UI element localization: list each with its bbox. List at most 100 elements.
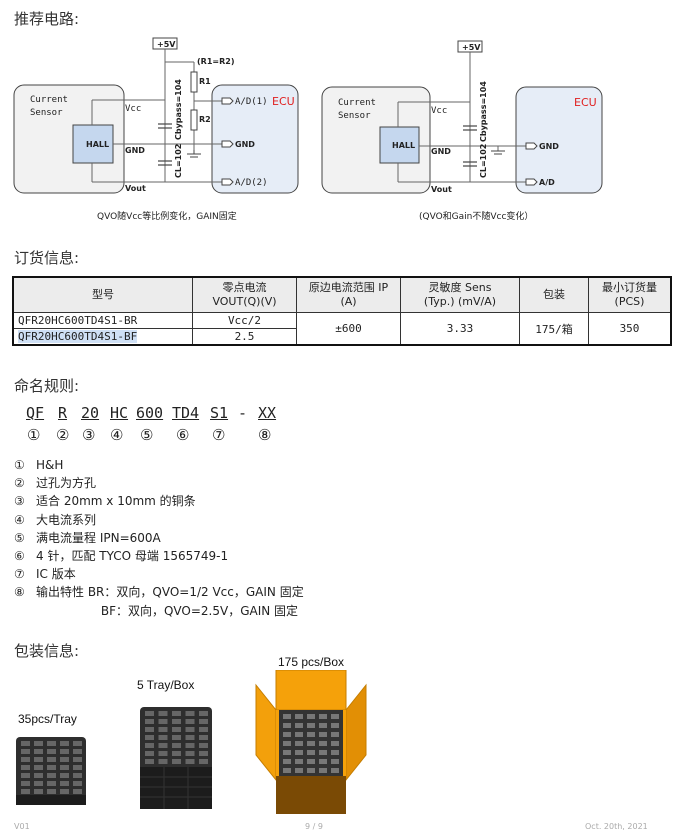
supply-label: +5V bbox=[157, 40, 176, 49]
tray-cell bbox=[199, 719, 208, 724]
tray-cell bbox=[21, 749, 30, 754]
naming-section-title: 命名规则: bbox=[14, 377, 80, 395]
pin-gnd-label: GND bbox=[539, 142, 559, 151]
order-section-title: 订货信息: bbox=[14, 249, 80, 267]
tray-cell bbox=[47, 789, 56, 794]
resistor-r1 bbox=[190, 71, 198, 93]
pin-ad-label: A/D bbox=[539, 178, 555, 187]
box-label: 5 Tray/Box bbox=[137, 678, 195, 692]
ecu-box bbox=[515, 86, 603, 194]
tray-cell bbox=[295, 768, 303, 773]
tray-cell bbox=[34, 741, 43, 746]
range-cell: ±600 bbox=[296, 312, 401, 346]
pin-ad-icon bbox=[525, 178, 538, 186]
tray-cell bbox=[34, 773, 43, 778]
resistor-note: (R1=R2) bbox=[197, 57, 234, 66]
tray-cell bbox=[199, 743, 208, 748]
tray-cell bbox=[172, 719, 181, 724]
tray-cell bbox=[21, 789, 30, 794]
col-header-model: 型号 bbox=[12, 276, 193, 313]
tray-cell bbox=[73, 773, 82, 778]
tray-cell bbox=[199, 751, 208, 756]
tray-cell bbox=[60, 741, 69, 746]
tray-cell bbox=[185, 759, 195, 764]
tray-cell bbox=[307, 732, 315, 737]
tray-cell bbox=[283, 768, 291, 773]
tray-cell bbox=[73, 789, 82, 794]
tray-cell bbox=[307, 741, 315, 746]
tray-cell bbox=[319, 741, 327, 746]
tray-cell bbox=[47, 741, 56, 746]
tray-image bbox=[16, 737, 86, 805]
code-part-7: S1 bbox=[210, 404, 229, 422]
circuit2-caption: (QVO和Gain不随Vcc变化） bbox=[419, 212, 534, 222]
pin-ad1-icon bbox=[221, 97, 234, 105]
tray-cell bbox=[73, 781, 82, 786]
vout-label: Vout bbox=[125, 184, 146, 193]
cap2-label: CL=102 bbox=[174, 144, 183, 178]
footer-page: 9 / 9 bbox=[305, 822, 323, 831]
index-2: ② bbox=[56, 426, 70, 444]
tray-cell bbox=[145, 751, 154, 756]
ecu-label: ECU bbox=[272, 95, 295, 108]
tray-cell bbox=[331, 714, 339, 719]
hall-chip bbox=[379, 126, 420, 164]
tray-cell bbox=[145, 743, 154, 748]
tray-cell bbox=[60, 789, 69, 794]
tray-cell bbox=[158, 727, 168, 732]
tray-cell bbox=[47, 773, 56, 778]
vout-label: Vout bbox=[431, 185, 452, 194]
tray-cell bbox=[331, 759, 339, 764]
code-part-3: 20 bbox=[81, 404, 100, 422]
tray-stack-image bbox=[140, 707, 212, 809]
cap2-label: CL=102 bbox=[479, 144, 488, 178]
tray-cell bbox=[145, 719, 154, 724]
tray-cell bbox=[319, 714, 327, 719]
tray-cell bbox=[34, 789, 43, 794]
tray-cell bbox=[283, 732, 291, 737]
circuit-diagram-ratiometric: Current Sensor HALL ECU +5V (R1=R2) R1 R… bbox=[13, 37, 299, 194]
tray-cell bbox=[199, 759, 208, 764]
tray-cell bbox=[172, 759, 181, 764]
col-header-range: 原边电流范围 IP(A) bbox=[296, 276, 401, 313]
sensor-label-1: Current bbox=[338, 98, 376, 108]
index-7: ⑦ bbox=[212, 426, 226, 444]
tray-cell bbox=[331, 750, 339, 755]
tray-cell bbox=[185, 711, 195, 716]
model-cell-selected[interactable]: QFR20HC600TD4S1-BF bbox=[12, 328, 193, 346]
tray-cell bbox=[185, 719, 195, 724]
pin-ad2-label: A/D(2) bbox=[235, 178, 268, 188]
tray-cell bbox=[185, 727, 195, 732]
pin-ad1-label: A/D(1) bbox=[235, 97, 268, 107]
tray-cell bbox=[295, 750, 303, 755]
tray-cell bbox=[331, 768, 339, 773]
tray-cell bbox=[295, 759, 303, 764]
tray-cell bbox=[158, 751, 168, 756]
tray-cell bbox=[60, 773, 69, 778]
tray-cell bbox=[307, 714, 315, 719]
code-part-1: QF bbox=[26, 404, 45, 422]
tray-cell bbox=[283, 714, 291, 719]
tray-cell bbox=[199, 711, 208, 716]
carton-label: 175 pcs/Box bbox=[278, 655, 345, 669]
tray-cell bbox=[158, 743, 168, 748]
ground-symbol bbox=[491, 150, 505, 155]
tray-cell bbox=[47, 765, 56, 770]
tray-cell bbox=[172, 727, 181, 732]
code-part-8: XX bbox=[258, 404, 277, 422]
tray-cell bbox=[185, 743, 195, 748]
code-part-6: TD4 bbox=[172, 404, 200, 422]
index-1: ① bbox=[27, 426, 41, 444]
tray-cell bbox=[172, 711, 181, 716]
vout-cell: Vcc/2 bbox=[192, 312, 297, 329]
tray-cell bbox=[199, 735, 208, 740]
current-sensor-box bbox=[321, 86, 431, 194]
